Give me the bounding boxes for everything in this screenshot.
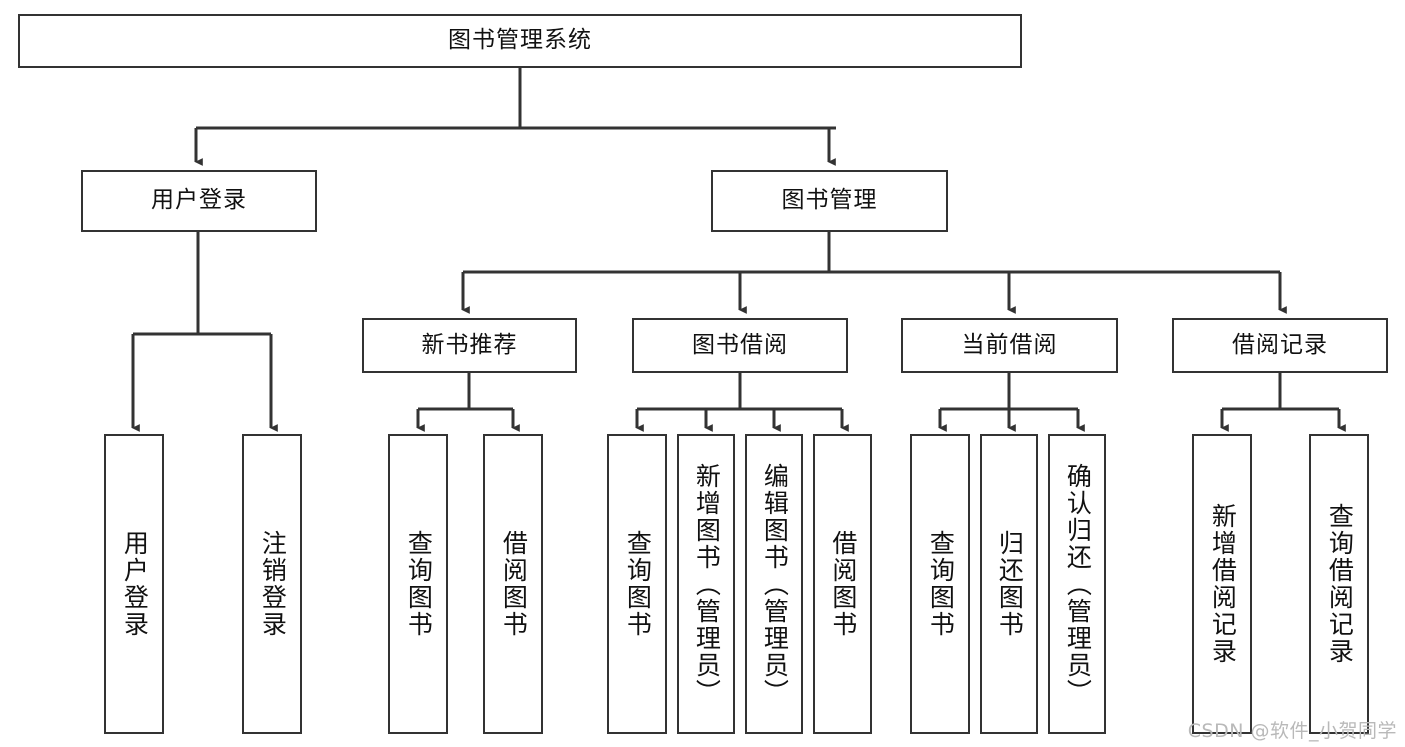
leaf-user-login-label: 用户登录 bbox=[120, 530, 150, 638]
leaf-edit-book-admin-label: 编辑图书（管理员） bbox=[760, 462, 790, 706]
node-user-login[interactable]: 用户登录 bbox=[81, 170, 317, 232]
csdn-watermark: CSDN @软件_小贺同学 bbox=[1187, 720, 1397, 742]
leaf-confirm-return-admin[interactable]: 确认归还（管理员） bbox=[1048, 434, 1106, 734]
leaf-borrow-book-recommend-label: 借阅图书 bbox=[499, 530, 529, 638]
leaf-confirm-return-admin-label: 确认归还（管理员） bbox=[1063, 462, 1093, 706]
leaf-query-borrow-record[interactable]: 查询借阅记录 bbox=[1309, 434, 1369, 734]
node-root[interactable]: 图书管理系统 bbox=[18, 14, 1022, 68]
leaf-query-book-borrow[interactable]: 查询图书 bbox=[607, 434, 667, 734]
node-new-book-recommend-label: 新书推荐 bbox=[421, 331, 518, 358]
node-new-book-recommend[interactable]: 新书推荐 bbox=[362, 318, 577, 373]
leaf-user-login[interactable]: 用户登录 bbox=[104, 434, 164, 734]
leaf-query-book-current-label: 查询图书 bbox=[926, 530, 956, 638]
node-book-borrow[interactable]: 图书借阅 bbox=[632, 318, 848, 373]
leaf-add-book-admin-label: 新增图书（管理员） bbox=[692, 462, 722, 706]
node-current-borrow[interactable]: 当前借阅 bbox=[901, 318, 1118, 373]
node-current-borrow-label: 当前借阅 bbox=[961, 331, 1058, 358]
node-book-management[interactable]: 图书管理 bbox=[711, 170, 948, 232]
leaf-query-book-borrow-label: 查询图书 bbox=[623, 530, 653, 638]
leaf-add-borrow-record[interactable]: 新增借阅记录 bbox=[1192, 434, 1252, 734]
leaf-return-book-label: 归还图书 bbox=[995, 530, 1025, 638]
node-borrow-record[interactable]: 借阅记录 bbox=[1172, 318, 1388, 373]
node-borrow-record-label: 借阅记录 bbox=[1232, 331, 1328, 358]
node-book-borrow-label: 图书借阅 bbox=[692, 331, 788, 358]
node-book-management-label: 图书管理 bbox=[781, 187, 878, 214]
node-user-login-label: 用户登录 bbox=[151, 187, 247, 214]
leaf-edit-book-admin[interactable]: 编辑图书（管理员） bbox=[745, 434, 803, 734]
leaf-logout[interactable]: 注销登录 bbox=[242, 434, 302, 734]
leaf-borrow-book-label: 借阅图书 bbox=[828, 530, 858, 638]
leaf-return-book[interactable]: 归还图书 bbox=[980, 434, 1038, 734]
leaf-logout-label: 注销登录 bbox=[258, 530, 288, 638]
leaf-borrow-book[interactable]: 借阅图书 bbox=[813, 434, 872, 734]
node-root-label: 图书管理系统 bbox=[448, 27, 592, 54]
leaf-query-book-current[interactable]: 查询图书 bbox=[910, 434, 970, 734]
leaf-query-book-recommend-label: 查询图书 bbox=[404, 530, 434, 638]
leaf-query-book-recommend[interactable]: 查询图书 bbox=[388, 434, 448, 734]
leaf-borrow-book-recommend[interactable]: 借阅图书 bbox=[483, 434, 543, 734]
leaf-query-borrow-record-label: 查询借阅记录 bbox=[1325, 503, 1355, 665]
leaf-add-borrow-record-label: 新增借阅记录 bbox=[1208, 503, 1238, 665]
leaf-add-book-admin[interactable]: 新增图书（管理员） bbox=[677, 434, 735, 734]
